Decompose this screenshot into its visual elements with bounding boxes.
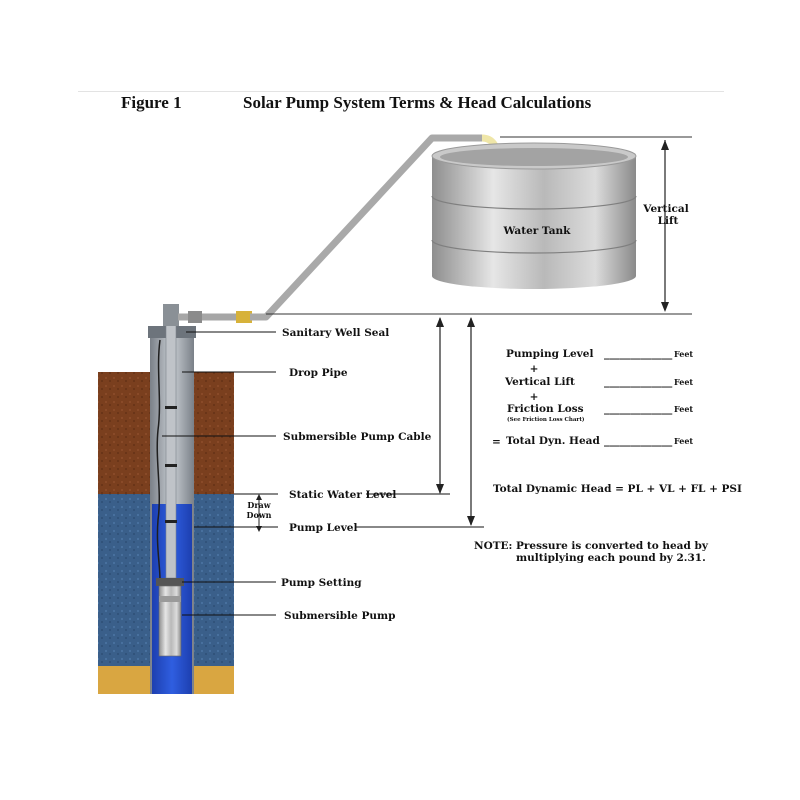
vertical-lift-blank: _____________ [604, 376, 673, 389]
drop-pipe-label: Drop Pipe [289, 367, 348, 379]
submersible-pump-label: Submersible Pump [284, 610, 395, 622]
note-line-1: Pressure is converted to head by [516, 540, 709, 552]
vertical-lift-term: Vertical Lift [504, 376, 575, 388]
sanitary-well-seal-label: Sanitary Well Seal [282, 327, 389, 339]
vertical-lift-dimension: Vertical Lift [500, 136, 692, 312]
figure-number: Figure 1 [121, 93, 182, 112]
draw-label: Draw [247, 500, 271, 510]
submersible-pump-cable-label: Submersible Pump Cable [283, 431, 432, 443]
submersible-pump-unit [156, 578, 184, 657]
total-dyn-head-feet: Feet [674, 436, 693, 446]
vertical-lift-feet: Feet [674, 377, 693, 387]
pumping-level-feet: Feet [674, 349, 693, 359]
level-dimension-arrows [436, 317, 475, 526]
water-tank: Water Tank [431, 142, 637, 289]
friction-loss-note: (See Friction Loss Chart) [507, 416, 585, 423]
water-tank-label: Water Tank [503, 225, 572, 237]
total-dyn-head-term: Total Dyn. Head [506, 435, 600, 447]
vertical-lift-label-line2: Lift [658, 215, 679, 227]
friction-loss-term: Friction Loss [507, 403, 584, 415]
tdh-formula: Total Dynamic Head = PL + VL + FL + PSI [493, 483, 742, 495]
vertical-lift-label-line1: Vertical [642, 203, 688, 215]
pump-level-label: Pump Level [289, 522, 357, 534]
header-rule [78, 91, 724, 92]
friction-loss-blank: _____________ [604, 403, 673, 416]
head-calculation: Pumping Level _____________ Feet + Verti… [474, 348, 742, 564]
figure-title: Solar Pump System Terms & Head Calculati… [243, 93, 592, 112]
leader-lines [162, 331, 484, 616]
static-water-level-label: Static Water Level [289, 489, 396, 501]
plus-sign-2: + [530, 391, 539, 403]
pump-setting-label: Pump Setting [281, 577, 362, 589]
friction-loss-feet: Feet [674, 404, 693, 414]
note-label: NOTE: [474, 540, 512, 552]
pumping-level-term: Pumping Level [506, 348, 593, 360]
equals-sign: = [492, 436, 501, 448]
pump-cable [156, 339, 177, 581]
draw-down-indicator: Draw Down [247, 494, 272, 532]
note-line-2: multiplying each pound by 2.31. [516, 552, 706, 564]
down-label: Down [247, 510, 272, 520]
plus-sign-1: + [530, 363, 539, 375]
total-dyn-head-blank: _____________ [604, 435, 673, 448]
pumping-level-blank: _____________ [604, 348, 673, 361]
